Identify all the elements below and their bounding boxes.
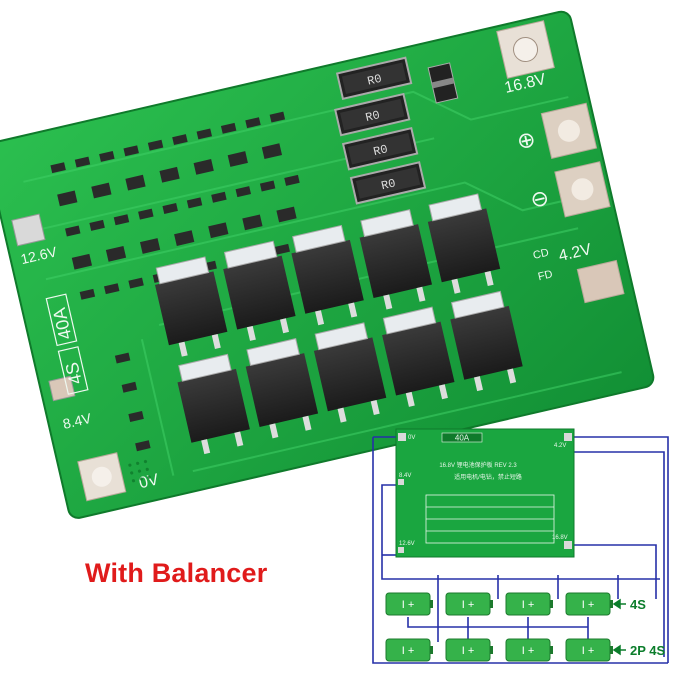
arrow-left-icon — [612, 598, 626, 610]
battery-row-bottom: I + I + I + I + — [385, 638, 613, 662]
mosfet-array — [154, 193, 523, 455]
label-plus: ⊕ — [514, 126, 538, 155]
battery-cell-label: I + — [462, 645, 475, 657]
resistor-code: R0 — [372, 142, 389, 159]
solder-pad-bottom-left — [77, 452, 127, 502]
mini-board-label: 40A — [455, 434, 470, 443]
label-8-4v: 8.4V — [61, 410, 93, 432]
pin-label-0v: 0V — [408, 435, 415, 441]
arrow-left-icon — [612, 644, 626, 656]
mini-board-warning: 适用电机/电钻，禁止短路 — [454, 473, 522, 481]
solder-pad-left-126 — [11, 213, 46, 247]
row-label-2p4s: 2P 4S — [630, 643, 666, 658]
label-0v: 0V — [137, 471, 160, 492]
row-label-4s: 4S — [630, 597, 646, 612]
label-4s: 4S — [62, 360, 86, 386]
wiring-lines — [372, 436, 669, 664]
solder-pad-right-42 — [576, 259, 625, 304]
caption-with-balancer: With Balancer — [85, 558, 268, 588]
solder-pad-right-plus — [540, 102, 598, 159]
solder-pad-right-minus — [554, 161, 611, 218]
label-minus: ⊖ — [528, 184, 552, 213]
resistor-code: R0 — [380, 176, 397, 193]
battery-cell-label: I + — [402, 645, 415, 657]
label-fd: FD — [537, 268, 554, 283]
diode — [427, 62, 459, 104]
shunt-resistors: R0 R0 R0 R0 — [334, 56, 427, 205]
battery-cell-label: I + — [462, 599, 475, 611]
battery-cell-label: I + — [582, 599, 595, 611]
label-cd: CD — [532, 247, 550, 262]
mini-board-subtitle: 16.8V 锂电池保护板 REV 2.3 — [439, 461, 517, 469]
wiring-diagram: 40A 16.8V 锂电池保护板 REV 2.3 适用电机/电钻，禁止短路 0V… — [368, 427, 690, 673]
resistor-code: R0 — [366, 72, 383, 89]
battery-cell-label: I + — [402, 599, 415, 611]
pin-label-16-8v: 16.8V — [552, 535, 568, 541]
smd-components — [50, 111, 300, 452]
battery-row-top: I + I + I + I + — [385, 592, 613, 616]
pin-label-8-4v: 8.4V — [399, 473, 411, 479]
pin-label-4-2v: 4.2V — [554, 443, 566, 449]
pin-label-12-6v: 12.6V — [399, 541, 415, 547]
battery-cell-label: I + — [582, 645, 595, 657]
battery-cell-label: I + — [522, 645, 535, 657]
resistor-code: R0 — [364, 108, 381, 125]
solder-pad-top-right — [496, 20, 555, 79]
battery-cell-label: I + — [522, 599, 535, 611]
mini-board: 40A 16.8V 锂电池保护板 REV 2.3 适用电机/电钻，禁止短路 0V… — [395, 428, 575, 558]
